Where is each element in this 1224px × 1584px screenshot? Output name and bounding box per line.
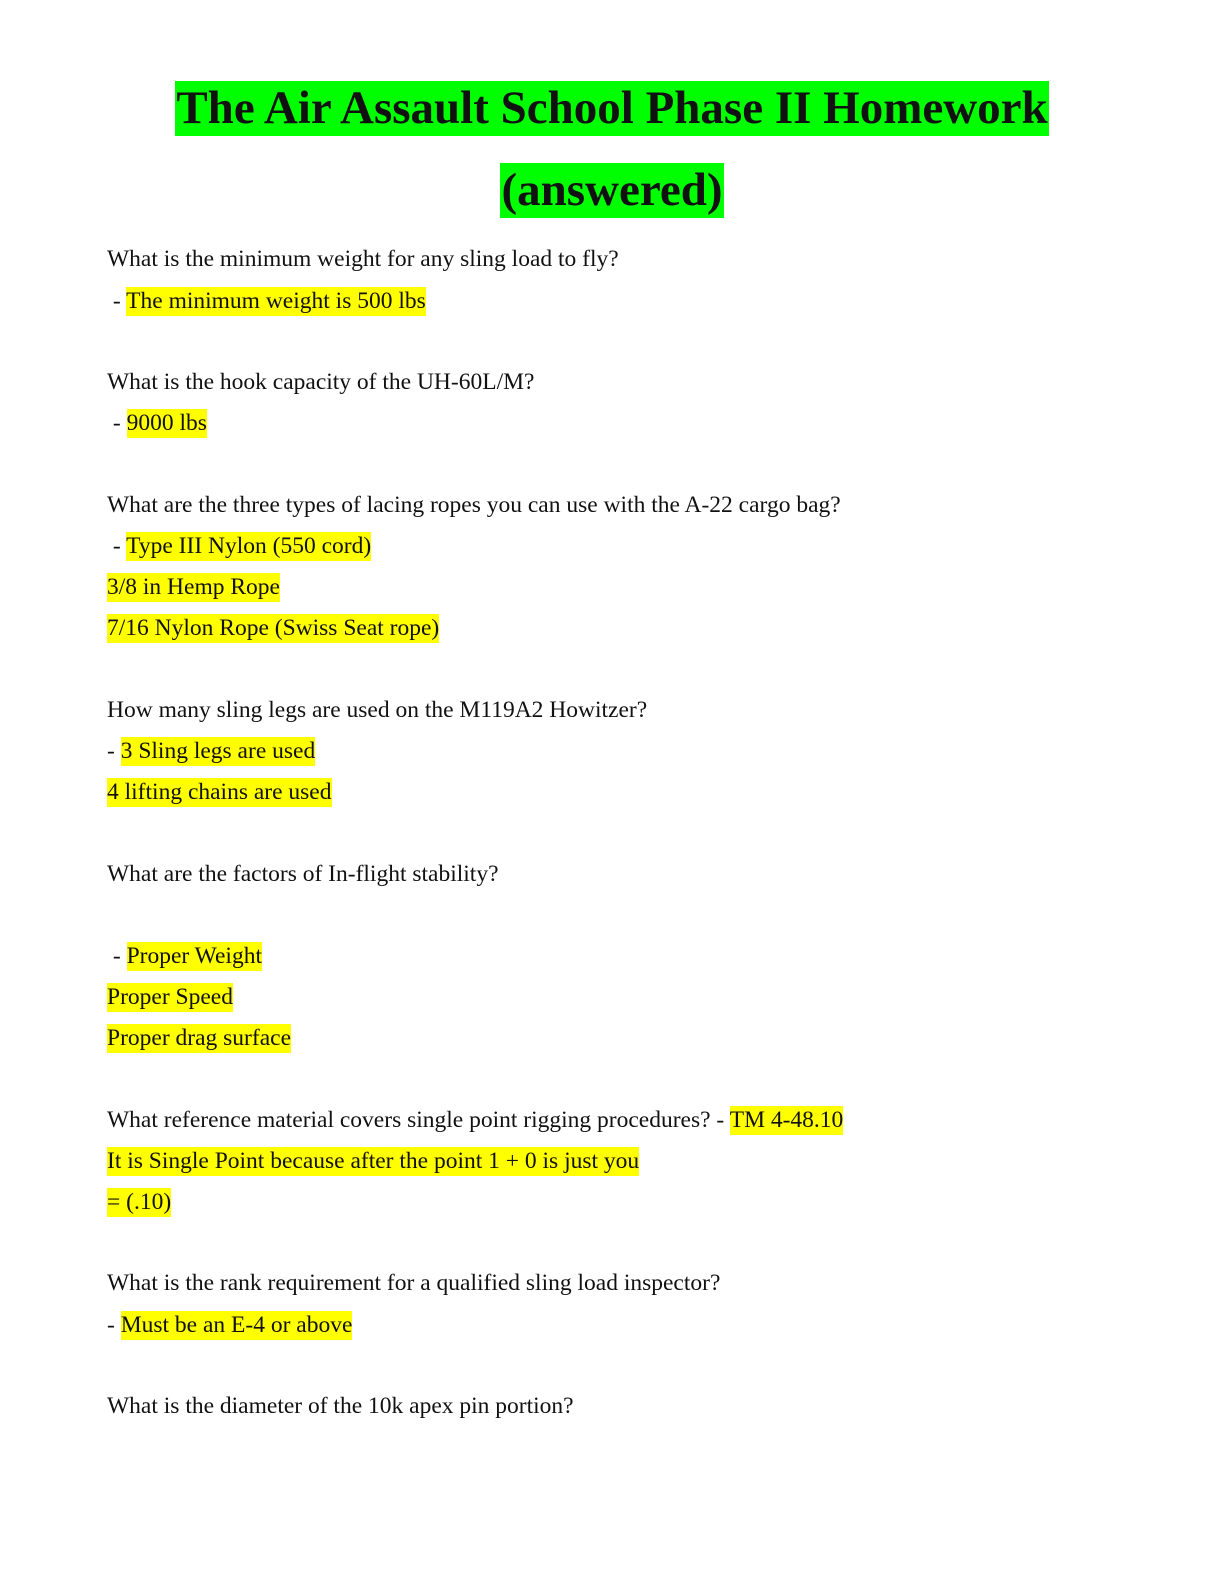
answer-highlight: Must be an E-4 or above bbox=[120, 1311, 353, 1340]
answer-6-1: It is Single Point because after the poi… bbox=[107, 1147, 640, 1176]
question-text: What is the hook capacity of the UH-60L/… bbox=[107, 369, 535, 395]
answer-7-1: - Must be an E-4 or above bbox=[107, 1311, 353, 1340]
answer-highlight: = (.10) bbox=[107, 1188, 172, 1217]
question-5: What are the factors of In-flight stabil… bbox=[107, 860, 499, 888]
question-text: What are the factors of In-flight stabil… bbox=[107, 861, 499, 887]
answer-highlight: 9000 lbs bbox=[126, 409, 207, 438]
answer-prefix: - bbox=[107, 410, 127, 436]
answer-prefix: - bbox=[107, 943, 127, 969]
answer-2-1: - 9000 lbs bbox=[107, 409, 207, 438]
answer-1-1: - The minimum weight is 500 lbs bbox=[107, 287, 426, 316]
question-text: What is the minimum weight for any sling… bbox=[107, 246, 619, 272]
answer-highlight: It is Single Point because after the poi… bbox=[107, 1147, 640, 1176]
question-text: How many sling legs are used on the M119… bbox=[107, 697, 648, 723]
question-7: What is the rank requirement for a quali… bbox=[107, 1269, 720, 1297]
question-3: What are the three types of lacing ropes… bbox=[107, 491, 841, 519]
answer-highlight: Proper Weight bbox=[126, 942, 262, 971]
question-text: What is the rank requirement for a quali… bbox=[107, 1270, 721, 1296]
answer-4-1: - 3 Sling legs are used bbox=[107, 737, 316, 766]
answer-highlight: 3/8 in Hemp Rope bbox=[107, 573, 280, 602]
answer-5-1: - Proper Weight bbox=[107, 942, 262, 971]
answer-prefix: - bbox=[107, 738, 121, 764]
answer-3-3: 7/16 Nylon Rope (Swiss Seat rope) bbox=[107, 614, 440, 643]
answer-5-2: Proper Speed bbox=[107, 983, 233, 1012]
question-1: What is the minimum weight for any sling… bbox=[107, 245, 619, 273]
answer-4-2: 4 lifting chains are used bbox=[107, 778, 332, 807]
question-2: What is the hook capacity of the UH-60L/… bbox=[107, 368, 534, 396]
answer-highlight: Proper Speed bbox=[107, 983, 233, 1012]
answer-highlight: The minimum weight is 500 lbs bbox=[126, 287, 426, 316]
answer-3-1: - Type III Nylon (550 cord) bbox=[107, 532, 372, 561]
answer-prefix: - bbox=[107, 1312, 121, 1338]
answer-highlight: 7/16 Nylon Rope (Swiss Seat rope) bbox=[107, 614, 440, 643]
question-text: What is the diameter of the 10k apex pin… bbox=[107, 1393, 574, 1419]
answer-highlight: 4 lifting chains are used bbox=[107, 778, 332, 807]
question-6: What reference material covers single po… bbox=[107, 1106, 844, 1135]
title-line-2: (answered) bbox=[0, 163, 1224, 218]
answer-3-2: 3/8 in Hemp Rope bbox=[107, 573, 280, 602]
question-text: What reference material covers single po… bbox=[107, 1107, 730, 1133]
question-4: How many sling legs are used on the M119… bbox=[107, 696, 647, 724]
answer-5-3: Proper drag surface bbox=[107, 1024, 291, 1053]
answer-highlight: Type III Nylon (550 cord) bbox=[126, 532, 372, 561]
answer-highlight: Proper drag surface bbox=[107, 1024, 291, 1053]
answer-6-2: = (.10) bbox=[107, 1188, 172, 1217]
title-line-1: The Air Assault School Phase II Homework bbox=[0, 81, 1224, 136]
question-text: What are the three types of lacing ropes… bbox=[107, 492, 841, 518]
answer-prefix: - bbox=[107, 288, 127, 314]
answer-prefix: - bbox=[107, 533, 127, 559]
question-8: What is the diameter of the 10k apex pin… bbox=[107, 1392, 574, 1420]
page-title-subtitle: (answered) bbox=[500, 163, 724, 218]
answer-highlight: 3 Sling legs are used bbox=[120, 737, 316, 766]
answer-highlight: TM 4-48.10 bbox=[729, 1106, 844, 1135]
page-title: The Air Assault School Phase II Homework bbox=[175, 81, 1049, 136]
